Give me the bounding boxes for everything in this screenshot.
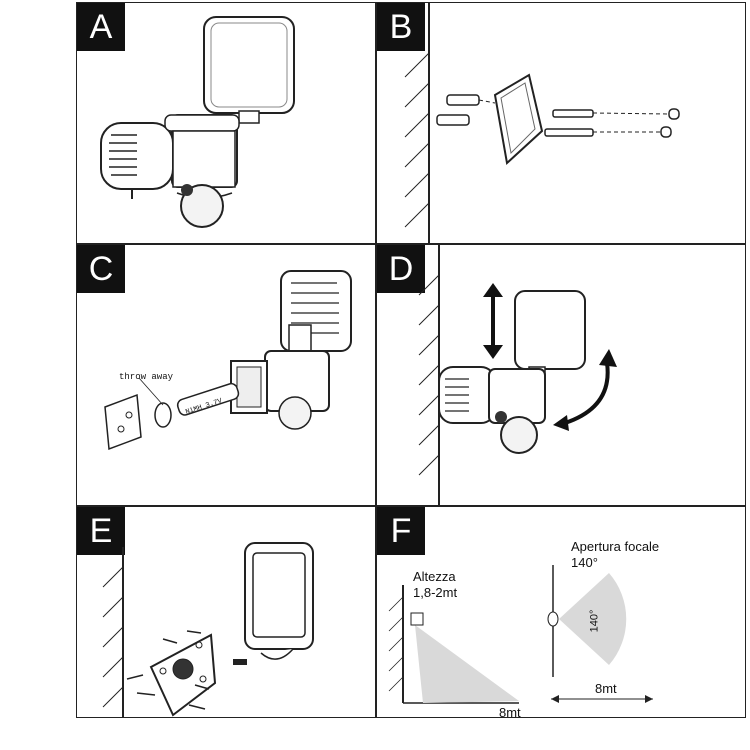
angle-label: 140° xyxy=(588,609,601,633)
panel-c: C throw away xyxy=(76,244,376,506)
panel-b-badge: B xyxy=(377,3,425,51)
aperture-value: 140° xyxy=(571,555,598,570)
panel-f: F Altezza 1,8-2mt 8mt Apertura foca xyxy=(376,506,746,718)
mount-to-wall-illustration xyxy=(102,542,314,717)
distance-label: 8mt xyxy=(499,705,521,718)
light-fixture-illustration xyxy=(100,16,295,228)
panel-a-badge: A xyxy=(77,3,125,51)
panel-f-badge: F xyxy=(377,507,425,555)
panel-a: A xyxy=(76,2,376,244)
battery-install-illustration xyxy=(104,270,352,451)
range-label: 8mt xyxy=(595,681,617,696)
angle-adjust-illustration xyxy=(418,245,617,505)
instruction-grid: A B xyxy=(76,2,746,718)
aperture-label: Apertura focale xyxy=(571,539,660,554)
panel-b: B xyxy=(376,2,746,244)
height-label: Altezza xyxy=(413,569,456,584)
wall-mount-bracket-illustration xyxy=(404,3,680,243)
panel-d-badge: D xyxy=(377,245,425,293)
height-value: 1,8-2mt xyxy=(413,585,458,600)
throw-away-note: throw away xyxy=(119,372,174,382)
panel-d: D xyxy=(376,244,746,506)
detection-range-diagram xyxy=(388,565,653,704)
panel-e-badge: E xyxy=(77,507,125,555)
panel-c-badge: C xyxy=(77,245,125,293)
panel-e: E xyxy=(76,506,376,718)
